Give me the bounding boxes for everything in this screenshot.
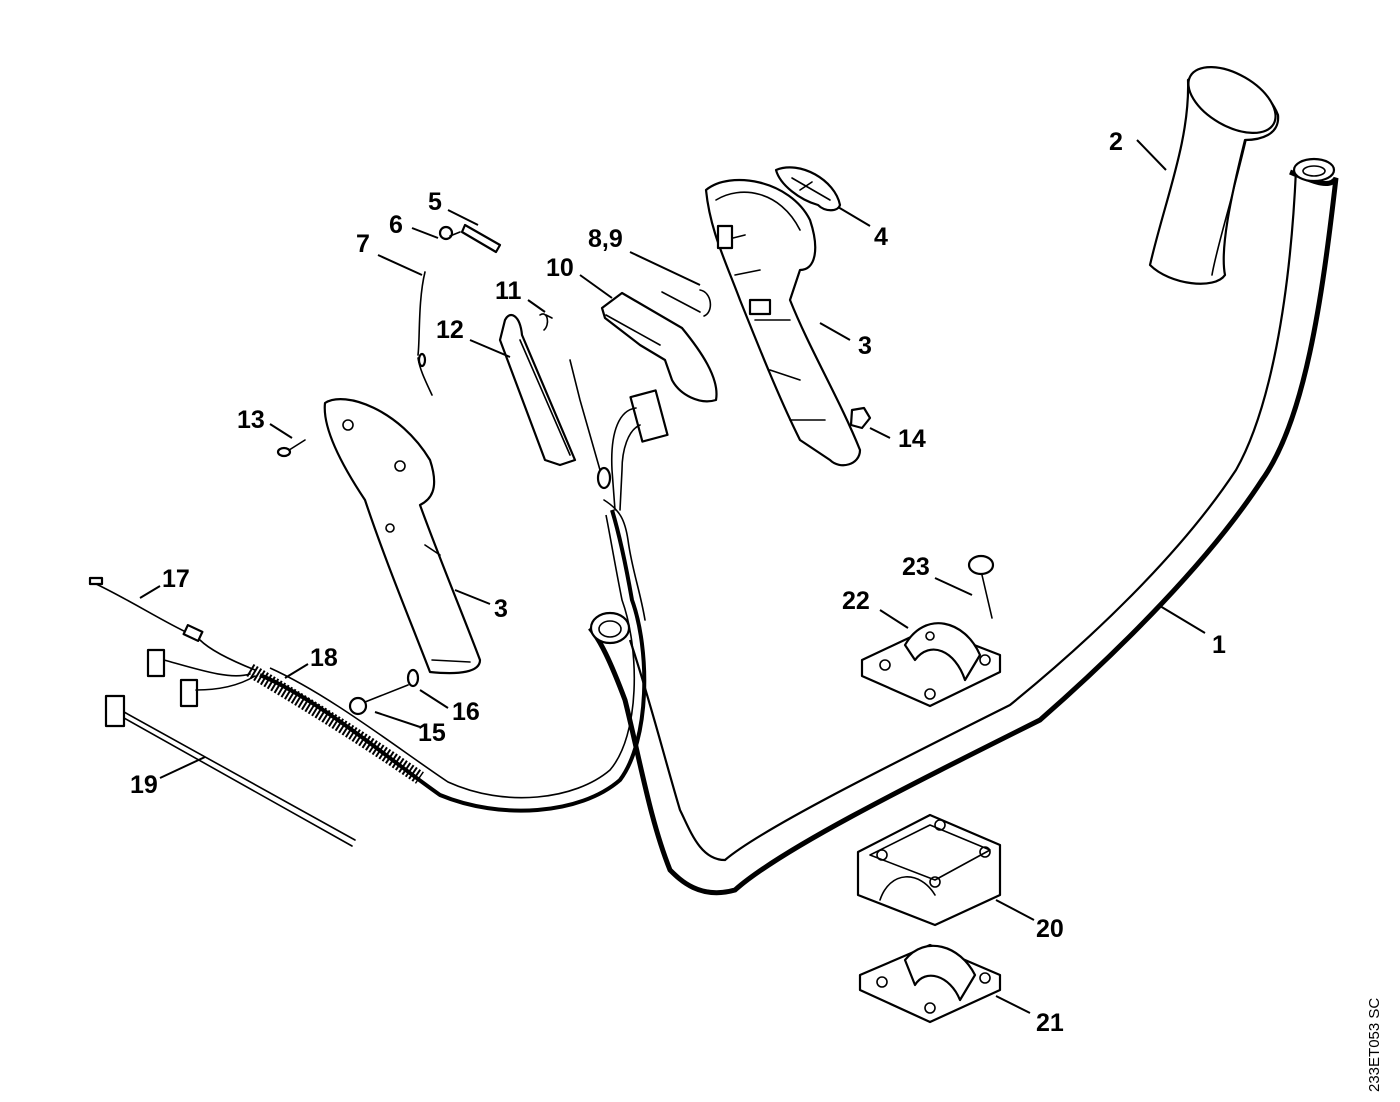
callout-20: 20 (1036, 915, 1064, 943)
housing-half-right-part-3 (704, 178, 862, 467)
housing-half-left-part-3 (323, 398, 482, 675)
callout-5: 5 (428, 188, 442, 216)
callout-16: 16 (452, 698, 480, 726)
callout-21: 21 (1036, 1009, 1064, 1037)
callout-10: 10 (546, 254, 574, 282)
clamp-parts-cluster (856, 554, 1002, 1024)
callout-2: 2 (1109, 128, 1123, 156)
callout-7: 7 (356, 230, 370, 258)
callout-3-upper: 3 (858, 332, 872, 360)
callout-4: 4 (874, 223, 888, 251)
callout-12: 12 (436, 316, 464, 344)
grip-part-2 (1148, 65, 1280, 285)
callout-11: 11 (495, 277, 522, 305)
drawing-code-label: 233ET053 SC (1366, 997, 1383, 1092)
callout-17: 17 (162, 565, 190, 593)
callout-18: 18 (310, 644, 338, 672)
callout-8-9: 8,9 (588, 225, 623, 253)
callout-3-lower: 3 (494, 595, 508, 623)
callout-23: 23 (902, 553, 930, 581)
small-parts-cluster (276, 223, 872, 621)
callout-14: 14 (898, 425, 926, 453)
knob-part-4 (774, 166, 842, 212)
callout-1: 1 (1212, 631, 1226, 659)
callout-19: 19 (130, 771, 158, 799)
cable-parts-cluster (88, 576, 424, 847)
callout-15: 15 (418, 719, 446, 747)
callout-6: 6 (389, 211, 403, 239)
callout-22: 22 (842, 587, 870, 615)
callout-13: 13 (237, 406, 265, 434)
callout-labels: 1 2 3 3 4 5 6 7 8,9 10 11 12 13 14 15 16… (130, 128, 1226, 1037)
leader-lines (139, 139, 1206, 1014)
